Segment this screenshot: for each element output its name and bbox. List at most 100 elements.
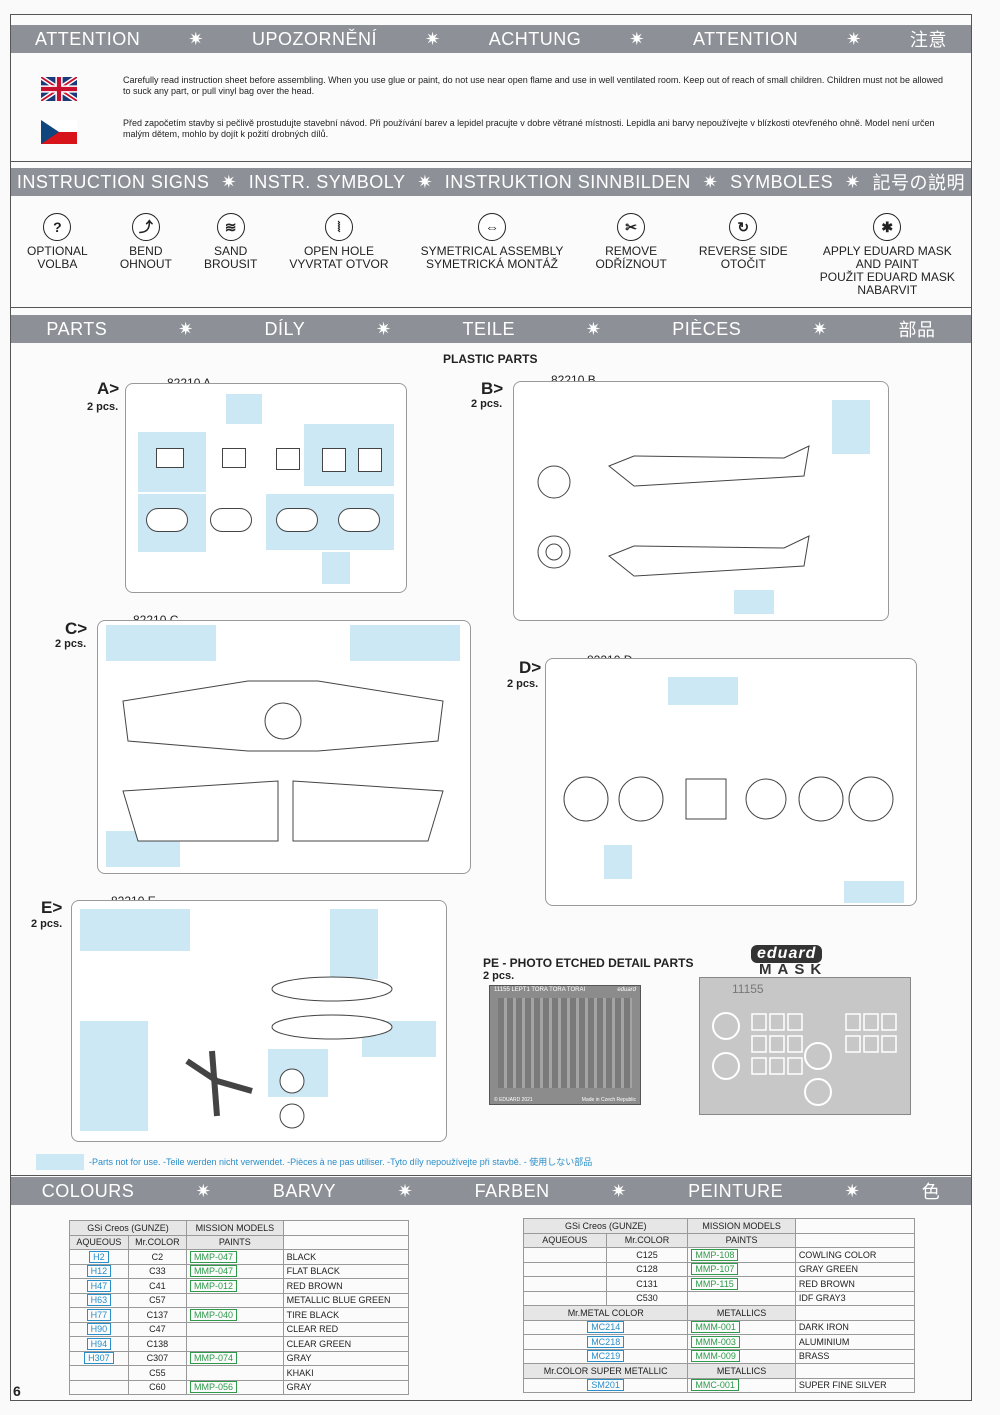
table-cell: C137 [127, 1307, 188, 1323]
table-cell: MMP-107 [687, 1261, 796, 1277]
table-cell [523, 1247, 607, 1263]
star-icon: ✷ [629, 28, 645, 49]
bend-arrow-icon: ⤴ [131, 213, 160, 241]
pe-fret-made: Made in Czech Republic [581, 1097, 636, 1103]
plastic-parts-title: PLASTIC PARTS [443, 352, 538, 366]
table-cell [523, 1290, 607, 1306]
colour-code: MMP-107 [691, 1263, 739, 1276]
sprue-e-pcs: 2 pcs. [31, 918, 63, 930]
table-cell: C530 [605, 1290, 689, 1306]
sprue-a-letter: A> [97, 379, 120, 398]
sand-icon: ≋ [216, 213, 245, 241]
sign-label: SYMETRICAL ASSEMBLY [420, 244, 564, 258]
sprue-b-pcs: 2 pcs. [471, 398, 503, 410]
star-icon: ✷ [702, 171, 719, 192]
band-label: ATTENTION [35, 28, 141, 49]
table-cell: H77 [69, 1307, 129, 1323]
divider [11, 307, 971, 308]
table-cell: MMP-047 [186, 1249, 284, 1265]
table-cell: SM201 [522, 1377, 689, 1393]
colour-code: H307 [84, 1352, 114, 1365]
table-cell: MMM-003 [687, 1334, 796, 1350]
colour-code: MC219 [587, 1350, 625, 1363]
table-header: METALLICS [687, 1305, 796, 1321]
table-cell [186, 1321, 284, 1337]
sign-label: SYMETRICKÁ MONTÁŽ [426, 257, 559, 271]
sign-label: REVERSE SIDE [698, 244, 788, 258]
table-cell: MC218 [522, 1334, 689, 1350]
table-cell: H94 [69, 1336, 129, 1352]
pe-fret: 11155 LEPT1 TORA TORA TORAI eduard © EDU… [489, 985, 641, 1105]
colour-code: MMP-040 [190, 1308, 238, 1321]
table-header: AQUEOUS [69, 1234, 129, 1250]
not-for-use-swatch [36, 1154, 84, 1170]
page-number: 6 [13, 1383, 21, 1399]
table-cell: GRAY GREEN [794, 1261, 916, 1277]
table-cell: BRASS [794, 1348, 916, 1364]
warning-text-cz: Před započetím stavby si pečlivě prostud… [123, 118, 935, 139]
table-header: METALLICS [687, 1363, 796, 1379]
sign-label: SAND [213, 244, 248, 258]
colour-code: MMP-074 [190, 1352, 238, 1365]
table-cell: C57 [127, 1292, 188, 1308]
sprue-b [513, 381, 889, 621]
table-cell: H2 [69, 1249, 129, 1265]
table-header: AQUEOUS [523, 1232, 607, 1248]
table-header: MISSION MODELS [186, 1220, 284, 1236]
table-cell: MMC-001 [687, 1377, 796, 1393]
table-cell: IDF GRAY3 [794, 1290, 916, 1306]
table-header: MISSION MODELS [687, 1218, 796, 1234]
table-cell: C125 [605, 1247, 689, 1263]
table-cell: MMP-115 [687, 1276, 796, 1292]
question-icon: ? [43, 213, 72, 241]
pe-pcs: 2 pcs. [483, 970, 515, 982]
sprue-a [125, 383, 407, 593]
warning-text-en: Carefully read instruction sheet before … [123, 75, 943, 96]
colour-code: H94 [86, 1337, 112, 1350]
band-label: DÍLY [264, 318, 306, 339]
not-for-use-text: -Parts not for use. -Teile werden nicht … [89, 1157, 593, 1167]
pe-fret-copy: © EDUARD 2021 [494, 1097, 533, 1103]
colour-code: H90 [86, 1323, 112, 1336]
band-label: FARBEN [474, 1180, 550, 1201]
star-icon: ✷ [376, 318, 392, 339]
table-cell: RED BROWN [282, 1278, 410, 1294]
band-label: 記号の説明 [872, 173, 965, 193]
colours-band: COLOURS ✷ BARVY ✷ FARBEN ✷ PEINTURE ✷ 色 [11, 1177, 971, 1205]
table-cell [186, 1336, 284, 1352]
sign-label: OHNOUT [119, 257, 172, 271]
czech-flag-icon [41, 120, 77, 144]
colour-code: MMP-115 [691, 1277, 738, 1290]
sprue-c-pcs: 2 pcs. [55, 638, 87, 650]
table-cell: BLACK [282, 1249, 410, 1265]
star-icon: ✷ [195, 1180, 212, 1201]
sign-label: APPLY EDUARD MASK [822, 244, 952, 258]
table-cell: MC219 [522, 1348, 689, 1364]
pe-fret-brand: eduard [617, 987, 636, 993]
mask-sheet: 11155 [699, 977, 911, 1115]
colour-code: H2 [89, 1250, 109, 1263]
sign-label: BROUSIT [203, 257, 258, 271]
table-cell: MMP-012 [186, 1278, 284, 1294]
table-cell: MMP-040 [186, 1307, 284, 1323]
sprue-e-letter: E> [41, 898, 63, 917]
band-label: 色 [921, 1182, 941, 1202]
colour-code: H12 [86, 1265, 112, 1278]
sign-label: VOLBA [37, 257, 78, 271]
table-header: Mr.COLOR [605, 1232, 689, 1248]
fuselage-halves-icon [608, 445, 810, 577]
engine-parts-icon [563, 776, 894, 822]
star-icon: ✷ [425, 28, 441, 49]
drop-tank-propeller-icon [185, 976, 393, 1129]
